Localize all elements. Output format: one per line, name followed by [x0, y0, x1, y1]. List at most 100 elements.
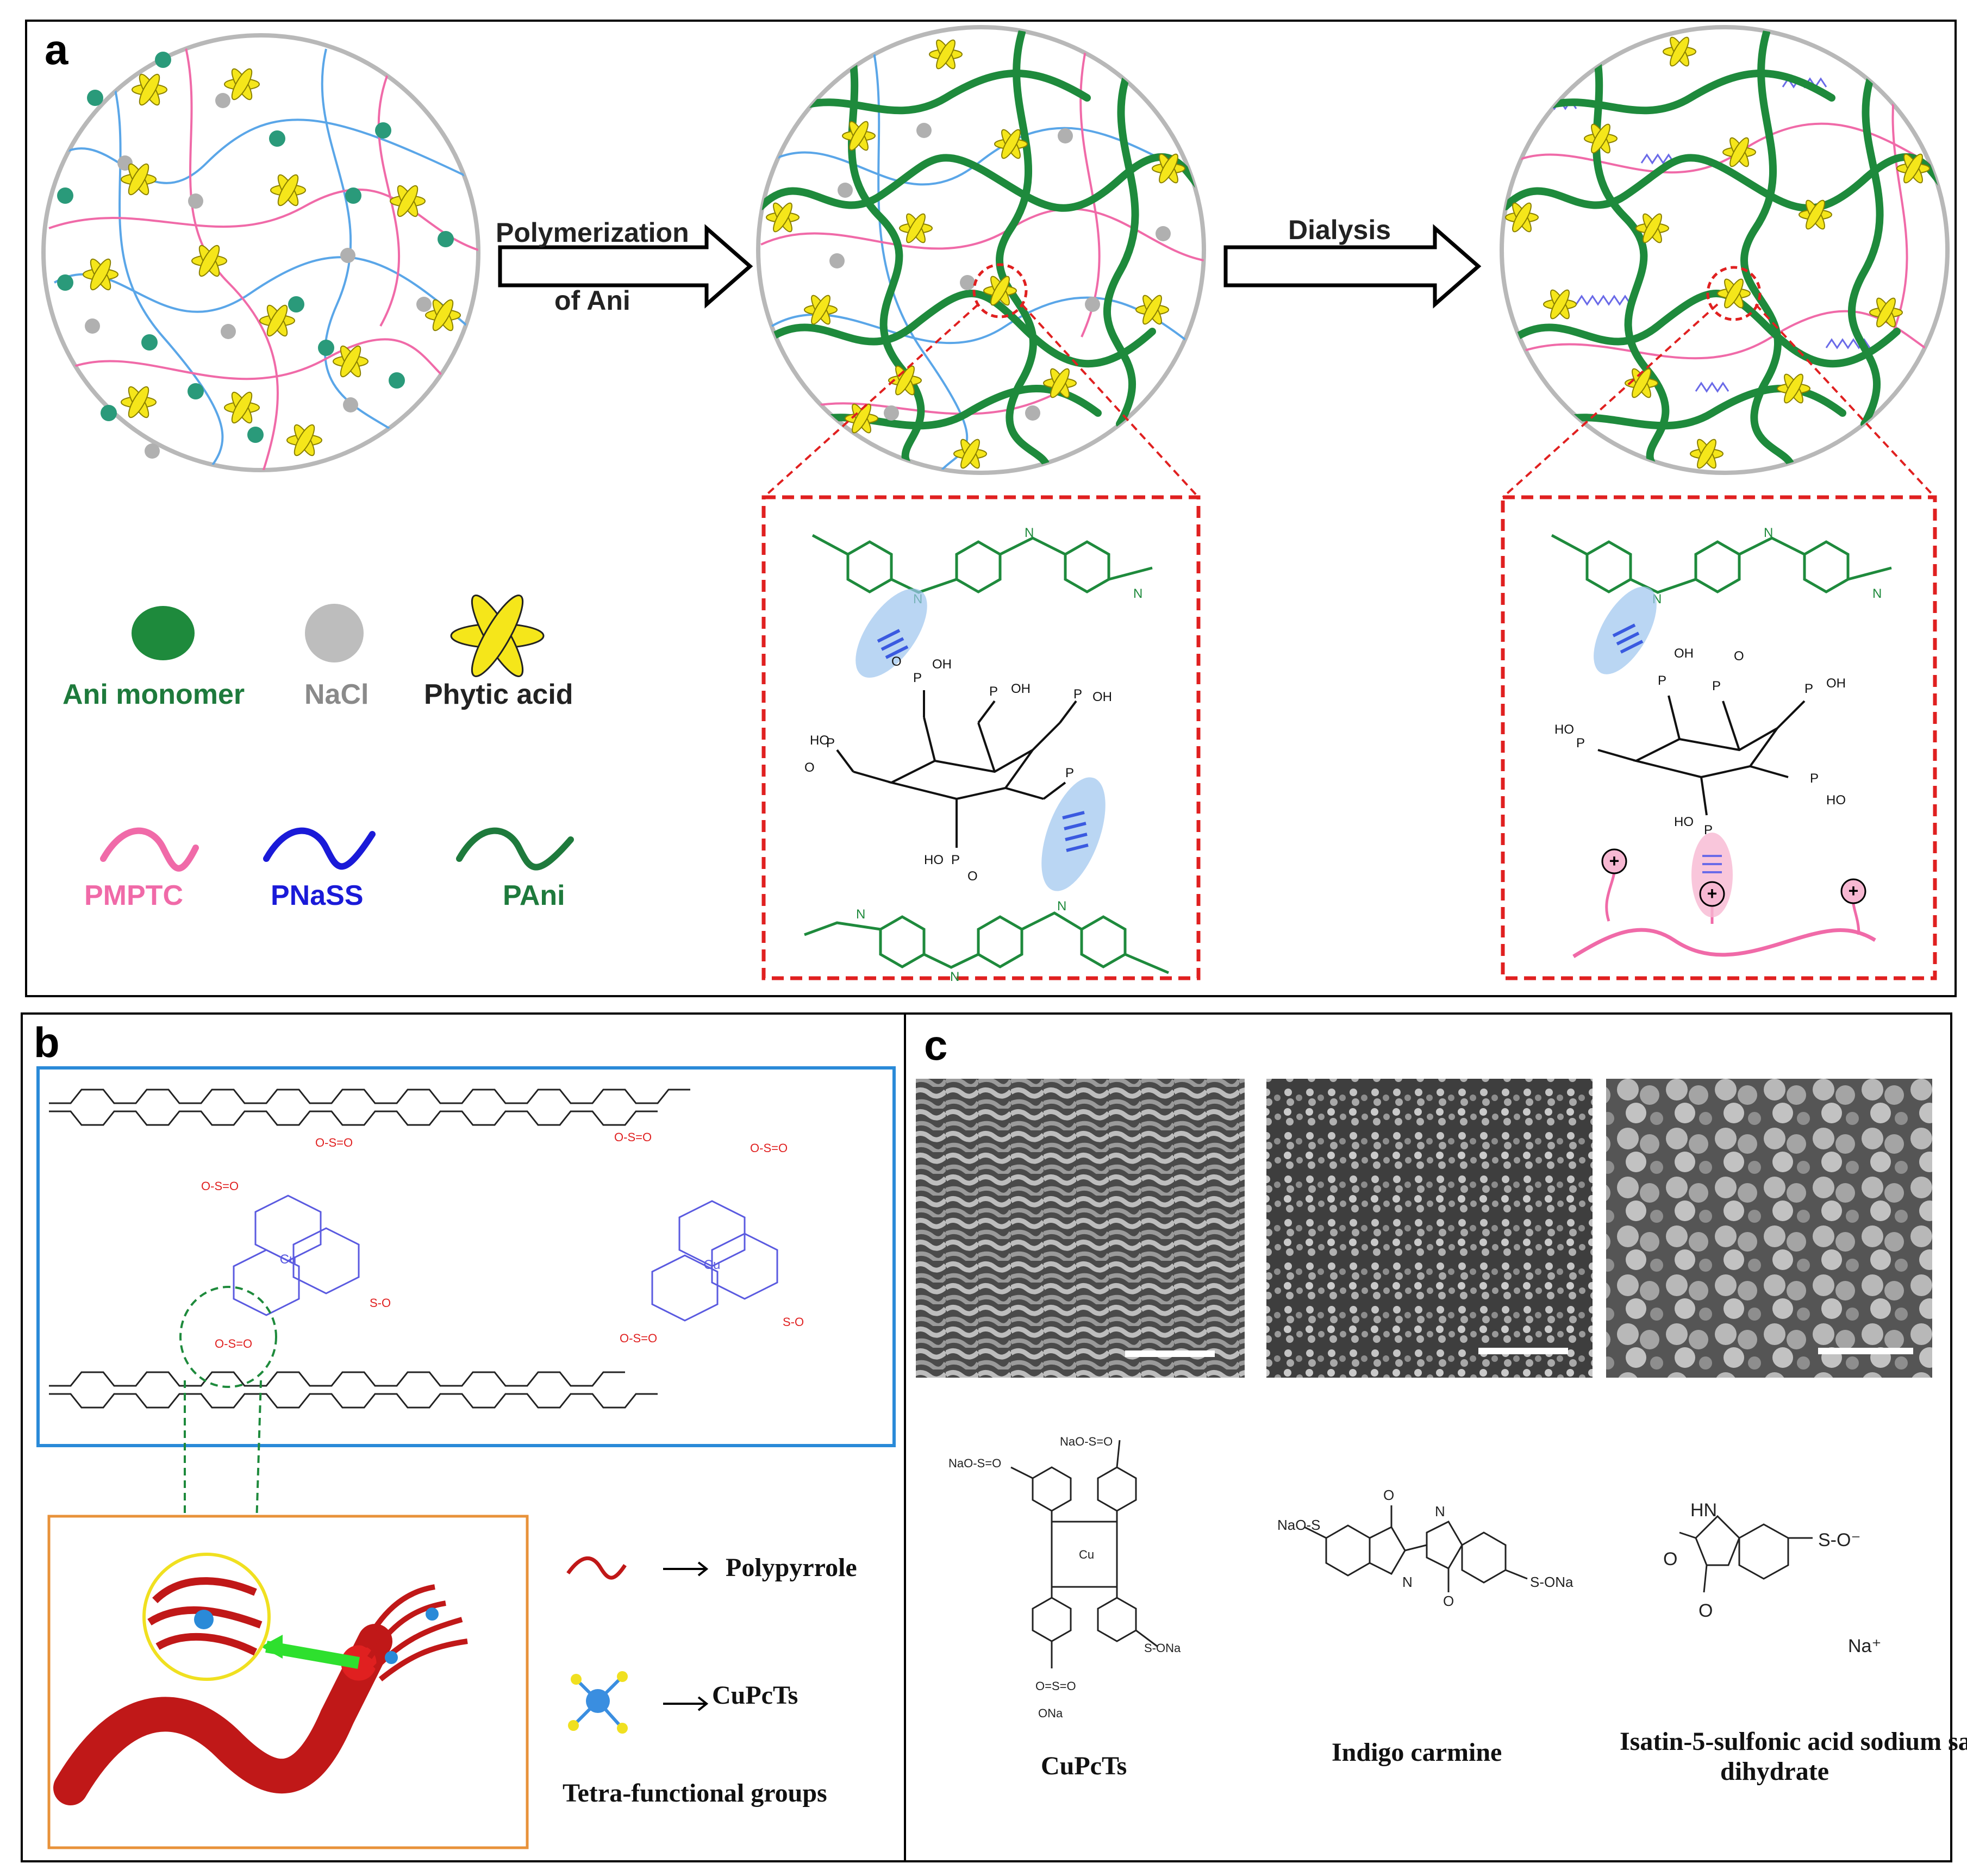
svg-text:S-ONa: S-ONa [1144, 1641, 1181, 1655]
nacl-icon [305, 604, 364, 662]
svg-text:N: N [1025, 526, 1034, 540]
svg-text:NaO-S=O: NaO-S=O [948, 1456, 1001, 1470]
svg-text:HO: HO [1826, 793, 1846, 808]
svg-text:P: P [951, 853, 960, 867]
svg-text:O=S=O: O=S=O [1035, 1679, 1076, 1693]
svg-text:S-ONa: S-ONa [1530, 1574, 1573, 1590]
phytic-acid-icon [450, 595, 545, 677]
scale-bar [1125, 1350, 1215, 1357]
svg-text:HO: HO [810, 733, 829, 748]
svg-text:S-O: S-O [370, 1296, 391, 1310]
ani-monomer-icon [132, 606, 195, 660]
panel-c-letter: c [924, 1021, 947, 1069]
svg-text:N: N [1764, 526, 1773, 540]
pmptc-wave-icon [100, 827, 199, 872]
svg-text:N: N [856, 907, 865, 922]
polypyrrole-structure-box: Cu Cu O-S=OO-S=OS-O O-S=OO-S=OO-S=O S-OO… [36, 1066, 896, 1447]
polypyrrole-model-box [47, 1515, 529, 1849]
svg-text:NaO-S=O: NaO-S=O [1060, 1435, 1113, 1448]
svg-text:+: + [1707, 884, 1718, 903]
svg-text:N: N [1402, 1574, 1413, 1590]
panel-b: b Cu Cu O-S=OO-S=OS-O O-S=OO-S=OO- [21, 1012, 906, 1862]
svg-text:OH: OH [1011, 681, 1031, 696]
svg-text:P: P [1576, 736, 1585, 751]
svg-text:HO: HO [1554, 722, 1574, 737]
svg-text:N: N [950, 970, 959, 984]
svg-text:P: P [989, 684, 998, 699]
legend-phytic-acid: Phytic acid [424, 679, 573, 710]
svg-text:N: N [1872, 586, 1882, 601]
legend-pnass: PNaSS [271, 880, 364, 911]
svg-text:O: O [1663, 1549, 1677, 1569]
circle-dialyzed-network [1500, 25, 1950, 475]
svg-text:P: P [913, 671, 922, 685]
svg-text:ONa: ONa [1038, 1706, 1063, 1720]
cupcts-node-icon [568, 1671, 628, 1734]
dialysis-arrow: Dialysis [1223, 215, 1482, 309]
svg-text:Cu: Cu [704, 1258, 721, 1272]
plus-charge-icons: + + + [1601, 848, 1866, 907]
svg-text:P: P [1073, 687, 1082, 702]
svg-text:Na⁺: Na⁺ [1848, 1636, 1881, 1656]
circle-initial-mixture [41, 33, 480, 472]
svg-text:P: P [1712, 679, 1721, 693]
svg-text:O: O [1443, 1593, 1454, 1609]
svg-text:P: P [1804, 681, 1813, 696]
svg-text:O: O [1383, 1487, 1394, 1503]
svg-text:O: O [967, 869, 978, 884]
svg-text:N: N [1435, 1503, 1445, 1519]
circle-polymerized-network [756, 25, 1206, 475]
indigo-carmine-structure [1304, 1505, 1528, 1592]
cupcts-label: CuPcTs [1041, 1752, 1127, 1780]
panel-a-letter: a [45, 26, 68, 73]
svg-text:P: P [1658, 673, 1666, 688]
dialysis-label: Dialysis [1288, 215, 1391, 245]
sem-image-isatin [1606, 1079, 1932, 1378]
svg-text:P: P [1065, 766, 1074, 780]
isatin-label-line1: Isatin-5-sulfonic acid sodium salt [1620, 1727, 1967, 1756]
svg-text:+: + [1609, 851, 1620, 871]
isatin-label-line2: dihydrate [1720, 1757, 1829, 1786]
panel-a-legend: Ani monomer NaCl Phytic acid PMPTC PNaSS… [63, 595, 574, 911]
of-ani-label: of Ani [554, 285, 630, 316]
legend-pmptc: PMPTC [84, 880, 183, 911]
svg-text:NaO-S: NaO-S [1277, 1517, 1320, 1533]
svg-text:O: O [804, 760, 815, 775]
sem-image-cupcts [916, 1079, 1245, 1378]
svg-text:OH: OH [1826, 676, 1846, 691]
svg-text:HO: HO [1674, 815, 1694, 829]
svg-text:S-O: S-O [783, 1315, 804, 1329]
svg-text:O: O [1699, 1600, 1713, 1621]
scale-bar [1478, 1348, 1568, 1354]
svg-text:O-S=O: O-S=O [750, 1141, 788, 1155]
svg-text:N: N [1133, 586, 1142, 601]
pani-wave-icon [456, 827, 574, 871]
polymerization-label: Polymerization [496, 217, 689, 248]
svg-text:O-S=O: O-S=O [620, 1331, 657, 1345]
scale-bar [1818, 1348, 1913, 1354]
svg-text:HN: HN [1690, 1500, 1717, 1521]
legend-ani-monomer: Ani monomer [63, 679, 245, 710]
svg-text:P: P [1810, 771, 1819, 786]
svg-text:O: O [1734, 649, 1744, 664]
pnass-wave-icon [263, 827, 376, 870]
svg-text:S-O⁻: S-O⁻ [1818, 1530, 1860, 1550]
svg-text:O: O [891, 654, 902, 669]
arrow-icon [663, 1561, 709, 1577]
svg-text:Cu: Cu [280, 1252, 297, 1267]
legend-cupcts: CuPcTs [712, 1681, 798, 1710]
svg-text:OH: OH [932, 657, 952, 672]
svg-text:O-S=O: O-S=O [614, 1130, 652, 1144]
indigo-carmine-label: Indigo carmine [1332, 1738, 1502, 1767]
svg-text:O-S=O: O-S=O [201, 1179, 239, 1193]
sem-image-indigo-carmine [1266, 1079, 1593, 1378]
panel-a: a [25, 20, 1957, 997]
svg-text:P: P [826, 736, 835, 751]
zoom-connectors [763, 303, 1936, 498]
legend-pani: PAni [503, 880, 565, 911]
tetra-functional-caption: Tetra-functional groups [563, 1779, 827, 1808]
